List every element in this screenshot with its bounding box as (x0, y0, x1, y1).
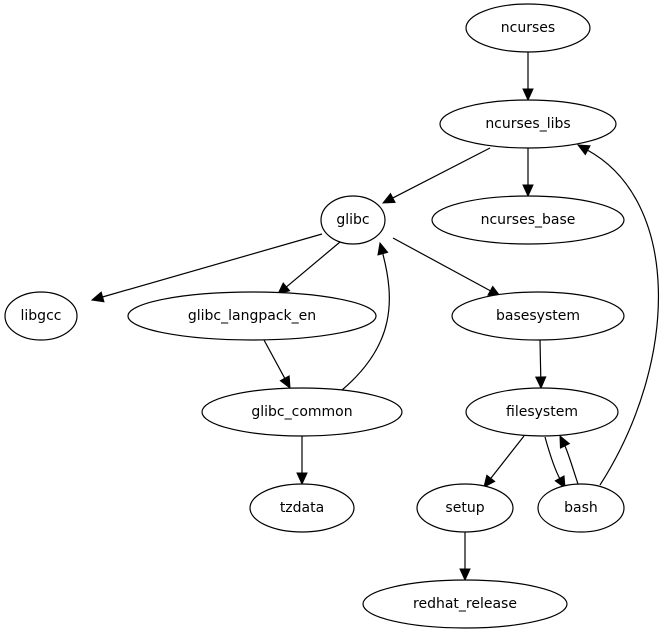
arrowhead-icon (534, 376, 547, 390)
edge-bash-to-ncurses-libs (576, 144, 660, 486)
edge-line (544, 436, 561, 480)
edge-setup-to-redhat-release (459, 532, 471, 582)
arrowhead-icon (381, 192, 396, 204)
node-ellipse (320, 195, 386, 245)
node-ellipse (451, 291, 625, 341)
arrowhead-icon (279, 375, 291, 390)
node-label: glibc_langpack_en (188, 308, 316, 324)
edge-glibc-langpack-en-to-glibc-common (263, 339, 291, 390)
edge-ncurses-to-ncurses-libs (522, 52, 534, 102)
node-ellipse (431, 195, 625, 245)
edge-line (341, 252, 390, 391)
node-ncurses-base: ncurses_base (431, 195, 625, 245)
edge-filesystem-to-bash (544, 436, 566, 490)
arrowhead-icon (522, 88, 534, 102)
edge-bash-to-filesystem (559, 434, 579, 485)
edge-filesystem-to-setup (483, 435, 525, 488)
edge-glibc-to-basesystem (392, 237, 502, 297)
node-ellipse (362, 579, 568, 629)
node-ellipse (439, 99, 617, 149)
arrowhead-icon (559, 434, 571, 449)
edge-line (285, 241, 341, 289)
arrowhead-icon (554, 475, 566, 490)
node-glibc: glibc (320, 195, 386, 245)
node-ellipse (249, 483, 355, 533)
node-label: redhat_release (413, 596, 517, 612)
edge-line (563, 444, 579, 485)
node-redhat-release: redhat_release (362, 579, 568, 629)
arrowhead-icon (522, 184, 534, 198)
edge-glibc-to-libgcc (90, 233, 323, 303)
edge-glibc-common-to-glibc (341, 241, 390, 391)
node-label: ncurses_libs (485, 116, 570, 132)
node-glibc-common: glibc_common (201, 387, 403, 437)
node-label: libgcc (21, 308, 62, 324)
arrowhead-icon (576, 144, 591, 156)
node-filesystem: filesystem (465, 387, 619, 437)
edge-line (586, 149, 660, 486)
arrowhead-icon (459, 568, 471, 582)
node-label: glibc (336, 212, 369, 228)
node-ellipse (416, 483, 514, 533)
node-label: tzdata (280, 500, 324, 516)
edge-ncurses-libs-to-glibc (381, 147, 491, 204)
edge-line (392, 237, 492, 292)
edge-line (391, 147, 491, 199)
node-bash: bash (537, 483, 625, 533)
edge-line (489, 435, 525, 480)
node-label: setup (445, 500, 484, 516)
node-label: glibc_common (251, 404, 352, 420)
node-ellipse (201, 387, 403, 437)
node-tzdata: tzdata (249, 483, 355, 533)
node-ellipse (465, 3, 591, 53)
edge-glibc-to-glibc-langpack-en (277, 241, 341, 295)
edge-ncurses-libs-to-ncurses-base (522, 148, 534, 198)
arrowhead-icon (296, 472, 308, 486)
arrowhead-icon (377, 241, 389, 256)
node-ncurses: ncurses (465, 3, 591, 53)
edge-line (101, 233, 323, 298)
node-ellipse (465, 387, 619, 437)
node-label: ncurses (501, 20, 555, 36)
edge-basesystem-to-filesystem (534, 339, 547, 390)
node-glibc-langpack-en: glibc_langpack_en (127, 291, 377, 341)
node-label: bash (564, 500, 598, 516)
node-ellipse (537, 483, 625, 533)
node-setup: setup (416, 483, 514, 533)
node-label: basesystem (496, 308, 580, 324)
edge-line (263, 339, 286, 380)
node-ellipse (4, 291, 78, 341)
node-label: filesystem (506, 404, 578, 420)
edge-line (539, 339, 542, 379)
node-ncurses-libs: ncurses_libs (439, 99, 617, 149)
edges-layer (90, 52, 660, 582)
node-ellipse (127, 291, 377, 341)
node-label: ncurses_base (481, 212, 576, 228)
arrowhead-icon (90, 291, 105, 303)
node-basesystem: basesystem (451, 291, 625, 341)
edge-glibc-common-to-tzdata (296, 436, 308, 486)
arrowhead-icon (483, 474, 496, 488)
node-libgcc: libgcc (4, 291, 78, 341)
